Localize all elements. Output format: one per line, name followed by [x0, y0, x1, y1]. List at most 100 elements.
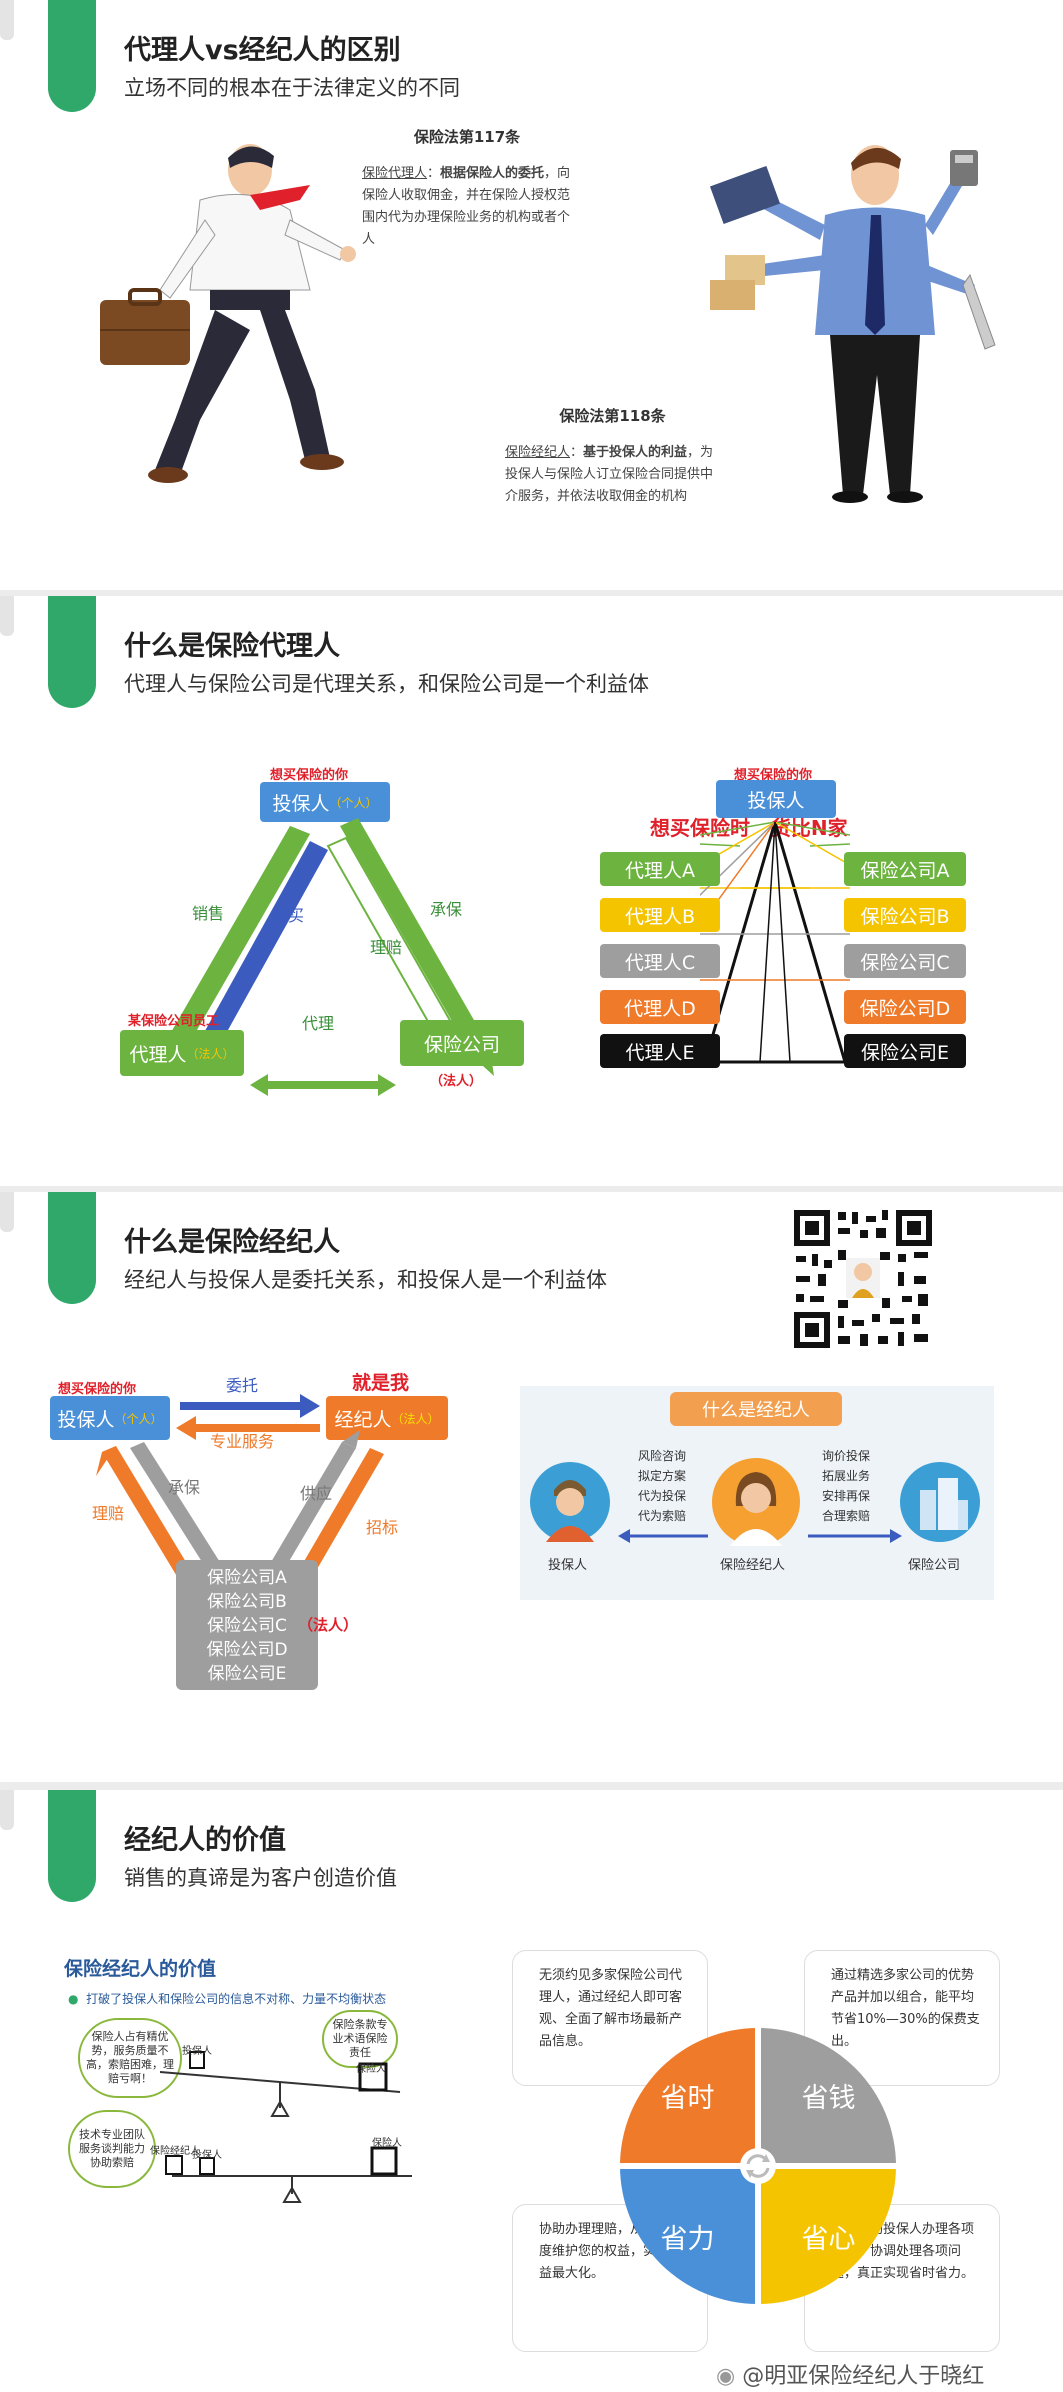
agent-text: 代理人 [129, 1043, 187, 1066]
service-right-0: 询价投保 [822, 1449, 871, 1463]
company-c: 保险公司C [207, 1616, 287, 1636]
label-service: 专业服务 [210, 1432, 275, 1451]
value-bullet-text: 打破了投保人和保险公司的信息不对称、力量不均衡状态 [86, 1992, 387, 2006]
services-left-list: 风险咨询 拟定方案 代为投保 代为索赔 [638, 1446, 686, 1526]
slide-what-is-broker: 什么是保险经纪人 经纪人与投保人是委托关系，和投保人是一个利益体 想买保险的你 … [0, 1192, 1063, 1782]
service-right-2: 安排再保 [822, 1489, 871, 1503]
label-policyholder-2: 投保人 [192, 2150, 222, 2161]
slide-title: 什么是保险代理人 [124, 631, 340, 662]
green-accent-bar [48, 1192, 96, 1304]
label-insurer-1: 保险人 [356, 2064, 386, 2075]
policyholder-red-label: 想买保险的你 [58, 1382, 137, 1397]
policyholder-text: 投保人 [272, 792, 330, 815]
label-broker: 保险经纪人 [150, 2146, 200, 2157]
label-broker: 保险经纪人 [720, 1558, 786, 1573]
slide-title: 经纪人的价值 [124, 1825, 286, 1856]
company-box: 保险公司 [400, 1020, 524, 1066]
law-118-term: 保险经纪人 [505, 445, 571, 460]
law-117-block: 保险法第117条 保险代理人：根据保险人的委托，向保险人收取佣金，并在保险人授权… [362, 126, 572, 251]
running-agent-illustration [100, 144, 356, 483]
company-e: 保险公司E [207, 1664, 287, 1684]
company-text: 保险公司 [423, 1033, 500, 1056]
law-118-text: 保险经纪人：基于投保人的利益，为投保人与保险人订立保险合同提供中介服务，并依法收… [505, 445, 714, 504]
service-left-0: 风险咨询 [638, 1449, 687, 1463]
multitasking-broker-illustration [709, 145, 996, 503]
service-left-3: 代为索赔 [638, 1509, 687, 1523]
slide-subtitle: 经纪人与投保人是委托关系，和投保人是一个利益体 [124, 1268, 607, 1292]
flow-arrows [618, 1529, 902, 1543]
agent-a-box: 代理人A [600, 852, 720, 886]
company-c-box: 保险公司C [844, 944, 966, 978]
cycle-icon [740, 2148, 776, 2184]
broker-tag: （法人） [391, 1411, 440, 1426]
label-entrust: 委托 [226, 1376, 259, 1395]
right-policyholder-box: 投保人 [716, 780, 836, 818]
company-tag: （法人） [430, 1074, 483, 1089]
law-117-heading: 保险法第117条 [413, 128, 521, 146]
label-claims: 理赔 [370, 938, 403, 957]
policyholder-red-label: 想买保险的你 [270, 768, 349, 783]
qr-code-icon[interactable] [790, 1206, 936, 1352]
green-accent-bar [48, 1790, 96, 1902]
slide-tab [0, 0, 14, 40]
right-policyholder-red-label: 想买保险的你 [734, 768, 813, 783]
slide-title: 代理人vs经纪人的区别 [124, 35, 401, 66]
cloud-policy-terms: 保险条款专业术语保险责任 [322, 2010, 398, 2068]
law-117-body: ，向保险人收取佣金，并在保险人授权范围内代为办理保险业务的机构或者个人 [362, 166, 571, 247]
green-accent-bar [48, 596, 96, 708]
agent-relationship-arrows [162, 818, 494, 1096]
agent-tag: （法人） [186, 1046, 235, 1061]
policyholder-tag: （个人） [114, 1411, 163, 1426]
slide-tab [0, 1192, 14, 1232]
label-bid: 招标 [366, 1518, 399, 1537]
agent-c-box: 代理人C [600, 944, 720, 978]
policyholder-text: 投保人 [57, 1408, 115, 1431]
broker-explain-panel: 什么是经纪人 风险咨询 拟定方案 代为投保 代为索赔 询价投保 拓 [520, 1386, 994, 1600]
cloud-tech-team: 技术专业团队服务谈判能力协助索赔 [68, 2110, 156, 2188]
green-accent-bar [48, 0, 96, 112]
balance-scale-bottom [165, 2146, 412, 2203]
label-claims: 理赔 [92, 1504, 125, 1523]
label-insurer-2: 保险人 [372, 2138, 402, 2149]
policyholder-avatar-icon [530, 1462, 610, 1542]
quad-save-time: 省时 [620, 2028, 755, 2163]
law-117-term: 保险代理人 [362, 166, 428, 181]
company-d-box: 保险公司D [844, 990, 966, 1024]
slide-tab [0, 596, 14, 636]
company-a-box: 保险公司A [844, 852, 966, 886]
quad-save-money: 省钱 [761, 2028, 896, 2163]
agent-d-box: 代理人D [600, 990, 720, 1024]
agent-b-box: 代理人B [600, 898, 720, 932]
policyholder-box: 投保人（个人） [50, 1396, 170, 1440]
watermark-text: @明亚保险经纪人于晓红 [742, 2364, 985, 2389]
companies-tag: （法人） [298, 1616, 359, 1634]
law-118-bold: 基于投保人的利益 [583, 445, 688, 460]
value-quadrant-circle: 省时 省钱 省力 省心 [620, 2028, 896, 2304]
funnel-lines [700, 822, 850, 1064]
agent-box: 代理人（法人） [120, 1030, 244, 1076]
agent-red-label: 某保险公司员工 [128, 1014, 220, 1029]
weibo-icon: ◉ [716, 2364, 736, 2389]
company-a: 保险公司A [207, 1568, 287, 1588]
balance-scale-top [159, 2051, 401, 2117]
quad-save-effort: 省力 [620, 2169, 755, 2304]
policyholder-tag: （个人） [329, 795, 378, 810]
label-supply: 供应 [300, 1484, 333, 1503]
company-b-box: 保险公司B [844, 898, 966, 932]
law-118-body: ，为投保人与保险人订立保险合同提供中介服务，并依法收取佣金的机构 [505, 445, 714, 504]
broker-banner: 什么是经纪人 [670, 1392, 842, 1426]
policyholder-box: 投保人（个人） [260, 782, 390, 822]
value-panel-left: 保险经纪人的价值 ● 打破了投保人和保险公司的信息不对称、力量不均衡状态 保险人… [50, 1946, 474, 2206]
broker-text: 经纪人 [334, 1408, 392, 1431]
agent-e-box: 代理人E [600, 1034, 720, 1068]
slide-title: 什么是保险经纪人 [124, 1227, 340, 1258]
company-e-box: 保险公司E [844, 1034, 966, 1068]
company-building-icon [900, 1462, 980, 1542]
quad-peace-of-mind: 省心 [761, 2169, 896, 2304]
bullet-icon: ● [68, 1992, 79, 2006]
broker-avatar-icon [712, 1458, 800, 1546]
slide-subtitle: 销售的真谛是为客户创造价值 [124, 1866, 397, 1890]
slide-what-is-agent: 什么是保险代理人 代理人与保险公司是代理关系，和保险公司是一个利益体 想买保险的… [0, 596, 1063, 1186]
service-left-1: 拟定方案 [638, 1469, 687, 1483]
law-117-text: 保险代理人：根据保险人的委托，向保险人收取佣金，并在保险人授权范围内代为办理保险… [362, 166, 571, 247]
